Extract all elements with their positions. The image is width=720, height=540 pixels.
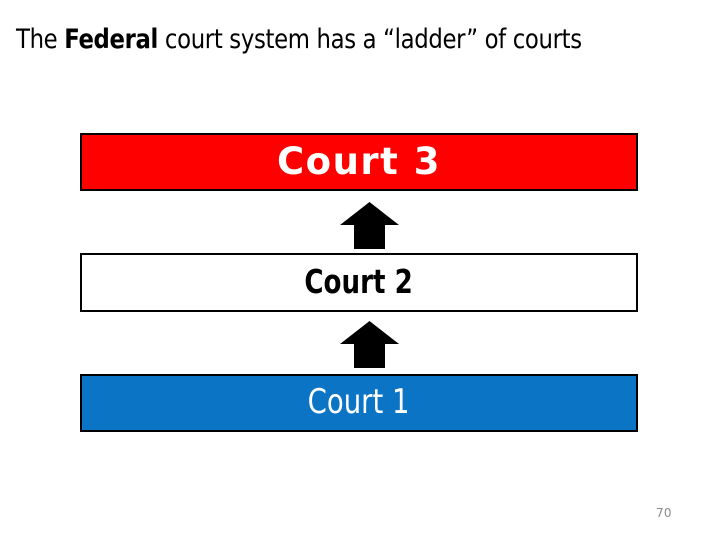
- court-level-3-label: Court 3: [277, 139, 441, 183]
- page-number: 70: [656, 506, 672, 520]
- court-level-2-label: Court 2: [304, 262, 414, 301]
- title-prefix: The: [16, 24, 65, 55]
- title-emphasis-federal: Federal: [64, 24, 159, 55]
- arrow-up-court2-to-court3-icon: [340, 202, 399, 249]
- court-level-1-label: Court 1: [308, 382, 410, 422]
- court-level-2-box[interactable]: Court 2: [80, 253, 638, 312]
- court-level-1-box[interactable]: Court 1: [80, 374, 638, 432]
- arrow-up-court1-to-court2-icon: [340, 321, 399, 368]
- title-suffix: court system has a “ladder” of courts: [158, 24, 582, 55]
- page-title: The Federal court system has a “ladder” …: [16, 18, 673, 62]
- court-level-3-box[interactable]: Court 3: [80, 133, 638, 191]
